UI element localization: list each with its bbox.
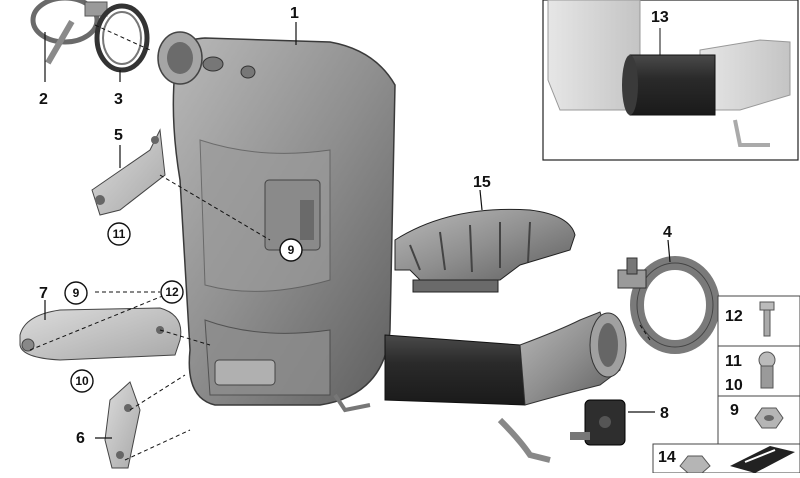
plate-icon [730,446,795,473]
callout-6: 6 [76,430,85,447]
circled-callout-9-filter: 9 [279,238,303,262]
clamp-ring-part-2 [30,0,108,65]
leader-lines [44,22,671,439]
svg-text:9: 9 [73,286,80,300]
bolt-icon [758,351,776,389]
gasket-ring-part-3 [94,3,150,73]
callout-5: 5 [114,127,123,144]
callout-13: 13 [651,9,669,26]
legend-label-9: 9 [730,402,739,419]
bracket-part-5 [91,128,166,216]
svg-text:11: 11 [113,227,126,241]
circled-callout-9-plate: 9 [64,281,88,305]
legend-label-11: 11 [725,353,742,370]
exhaust-pipe-section [333,311,627,463]
callout-2: 2 [39,91,48,108]
circled-callout-12: 12 [160,280,184,304]
rubber-mount-part-8 [570,399,626,446]
callout-4: 4 [663,224,672,241]
circled-callout-11: 11 [107,222,131,246]
callout-1: 1 [290,5,299,22]
hardware-legend: 12 11 10 9 14 [652,295,800,474]
pipe-clamp-part-4 [617,256,720,354]
svg-text:9: 9 [288,243,295,257]
heat-plate-part-7 [19,307,182,361]
legend-label-12: 12 [725,308,743,325]
callout-7: 7 [39,285,48,302]
callout-3: 3 [114,91,123,108]
particulate-filter-body-part-1 [157,31,396,406]
heat-shield-part-15 [394,208,576,293]
callout-15: 15 [473,174,491,191]
callout-8: 8 [660,405,669,422]
inset-detail-box [542,0,799,161]
assembly-guide-lines [29,24,651,461]
nut-icon [754,407,784,429]
legend-label-14: 14 [658,449,676,466]
screw-icon [759,301,775,337]
legend-label-10: 10 [725,377,743,394]
svg-text:12: 12 [165,285,179,299]
circled-callout-10: 10 [70,369,94,393]
svg-text:10: 10 [75,374,89,388]
